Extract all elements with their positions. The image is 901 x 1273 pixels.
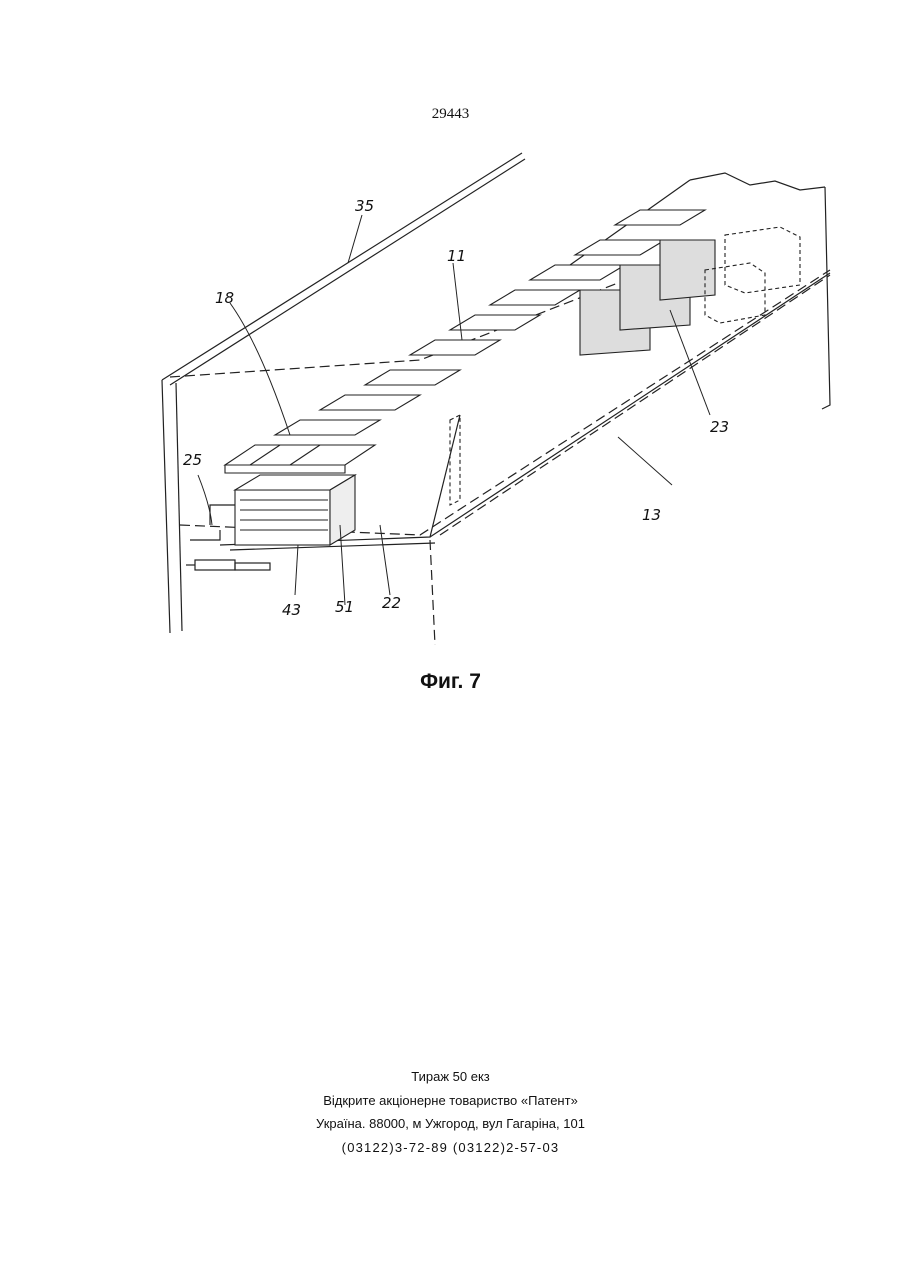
page-number: 29443 bbox=[0, 106, 901, 123]
label-13: 13 bbox=[642, 506, 661, 524]
label-25: 25 bbox=[183, 451, 202, 469]
label-22: 22 bbox=[382, 594, 401, 612]
address-line: Україна. 88000, м Ужгород, вул Гагаріна,… bbox=[0, 1112, 901, 1136]
label-51: 51 bbox=[335, 598, 354, 616]
frame-left-post bbox=[162, 380, 170, 633]
frame-left-post-2 bbox=[176, 383, 182, 631]
label-11: 11 bbox=[447, 247, 466, 265]
pallet-stacks bbox=[225, 210, 800, 545]
label-35: 35 bbox=[355, 197, 374, 215]
label-18: 18 bbox=[215, 289, 234, 307]
figure-caption: Фиг. 7 bbox=[0, 670, 901, 694]
patent-drawing: 35 11 18 25 23 13 43 51 22 bbox=[150, 145, 860, 655]
label-43: 43 bbox=[282, 601, 301, 619]
phones-line: (03122)3-72-89 (03122)2-57-03 bbox=[0, 1136, 901, 1160]
publisher-line: Відкрите акціонерне товариство «Патент» bbox=[0, 1089, 901, 1113]
imprint-block: Тираж 50 екз Відкрите акціонерне товарис… bbox=[0, 1065, 901, 1159]
circulation-line: Тираж 50 екз bbox=[0, 1065, 901, 1089]
label-23: 23 bbox=[710, 418, 729, 436]
